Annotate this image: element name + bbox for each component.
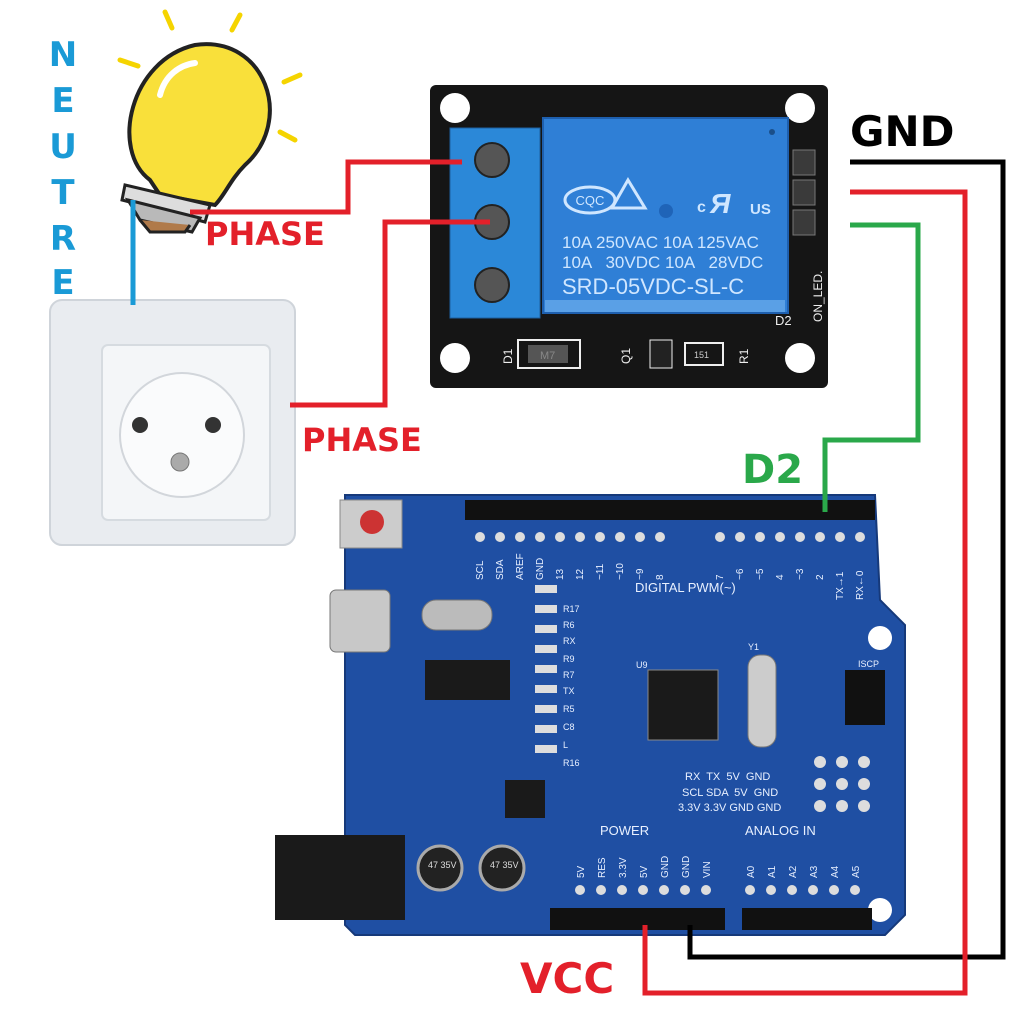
grid-label: RX TX 5V GND <box>685 771 770 783</box>
light-bulb-icon <box>117 9 303 234</box>
pin-label: TX→1 <box>835 571 846 600</box>
d2-signal-wire <box>822 222 921 512</box>
pin-label: A3 <box>809 865 820 878</box>
pin-label: 3.3V <box>618 857 629 878</box>
pin-label: ~5 <box>755 568 766 580</box>
led-label: R17 <box>563 604 580 614</box>
pin-label: A5 <box>851 865 862 878</box>
pin-label: 4 <box>775 574 786 580</box>
pin-label: ~11 <box>595 563 606 580</box>
diode-mark: M7 <box>540 350 555 362</box>
wires <box>130 159 1006 996</box>
neutre-letter: N <box>49 35 77 75</box>
pin-label: A0 <box>746 865 757 878</box>
digital-pin-holes <box>475 532 865 542</box>
cqc-mark: CQC <box>576 193 605 208</box>
pin-label: ~9 <box>635 568 646 580</box>
resistor-mark: 151 <box>694 350 709 360</box>
pin-label: GND <box>660 856 671 878</box>
arduino-uno-board: SCL SDA AREF GND 13 12 ~11 ~10 ~9 8 7 ~6… <box>275 494 906 936</box>
pin-label: ~3 <box>795 568 806 580</box>
pin-label: 2 <box>815 574 826 580</box>
pin-label: SDA <box>495 559 506 580</box>
led-label: C8 <box>563 722 575 732</box>
pin-label: VIN <box>702 861 713 878</box>
gnd-wire <box>687 159 1006 960</box>
pin-label: GND <box>535 558 546 580</box>
gnd-label: GND <box>850 107 955 156</box>
relay-module: CQC c Я US 10A 250VAC 10A 125VAC 10A 30V… <box>430 85 828 388</box>
relay-rating-2: 10A 30VDC 10A 28VDC <box>562 253 763 272</box>
on-led-label: ON_LED. <box>811 271 825 322</box>
analog-label: ANALOG IN <box>745 823 816 838</box>
capacitor-label: 47 35V <box>428 860 457 870</box>
led-label: L <box>563 740 568 750</box>
pin-label: 5V <box>576 865 587 878</box>
pin-label: RES <box>597 857 608 878</box>
pin-label: GND <box>681 856 692 878</box>
led-label: R5 <box>563 704 575 714</box>
pin-label: A4 <box>830 865 841 878</box>
pin-label: 12 <box>575 568 586 580</box>
pin-label: 7 <box>715 574 726 580</box>
neutre-label: N E U T R E <box>49 35 77 303</box>
led-label: R16 <box>563 758 580 768</box>
neutre-letter: U <box>49 127 77 167</box>
relay-d2-label: D2 <box>775 313 792 328</box>
pin-label: RX←0 <box>855 570 866 600</box>
neutre-letter: E <box>51 81 74 121</box>
phase-label-bottom: PHASE <box>302 421 422 459</box>
r1-label: R1 <box>737 348 751 364</box>
led-label: R9 <box>563 654 575 664</box>
vcc-wire <box>642 189 968 996</box>
crystal-label: Y1 <box>748 642 759 652</box>
pin-label: A2 <box>788 865 799 878</box>
pin-label: SCL <box>475 560 486 580</box>
icsp-label: ISCP <box>858 659 879 669</box>
relay-model: SRD-05VDC-SL-C <box>562 274 744 299</box>
us-mark: US <box>750 201 771 218</box>
wall-socket <box>49 299 296 546</box>
pin-label: A1 <box>767 865 778 878</box>
pin-label: 8 <box>655 574 666 580</box>
grid-label: SCL SDA 5V GND <box>682 787 778 799</box>
relay-rating-1: 10A 250VAC 10A 125VAC <box>562 233 759 252</box>
led-label: R6 <box>563 620 575 630</box>
svg-text:Я: Я <box>709 188 731 219</box>
digital-label: DIGITAL PWM(~) <box>635 580 736 595</box>
led-label: R7 <box>563 670 575 680</box>
capacitor-label: 47 35V <box>490 860 519 870</box>
neutre-letter: E <box>51 263 74 303</box>
neutre-letter: R <box>50 219 76 259</box>
q1-label: Q1 <box>619 348 633 364</box>
power-label: POWER <box>600 823 649 838</box>
vcc-label: VCC <box>520 954 614 1003</box>
phase-wire-lamp <box>190 159 462 215</box>
pin-label: AREF <box>515 553 526 580</box>
pin-label: 13 <box>555 568 566 580</box>
led-label: TX <box>563 686 575 696</box>
phase-wire-socket <box>290 219 490 408</box>
phase-label-top: PHASE <box>205 215 325 253</box>
grid-label: 3.3V 3.3V GND GND <box>678 802 781 814</box>
pin-label: ~10 <box>615 563 626 580</box>
pin-label: 5V <box>639 865 650 878</box>
d1-label: D1 <box>501 348 515 364</box>
chip-label: U9 <box>636 660 648 670</box>
ul-c-mark: c <box>697 199 706 216</box>
pin-label: ~6 <box>735 568 746 580</box>
neutre-letter: T <box>51 173 75 213</box>
d2-label: D2 <box>742 447 803 493</box>
led-label: RX <box>563 636 576 646</box>
